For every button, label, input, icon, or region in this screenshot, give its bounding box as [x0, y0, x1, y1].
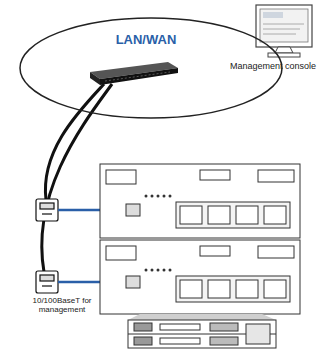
module-cards [100, 164, 300, 314]
console-icon [256, 5, 312, 57]
network-switch [90, 62, 178, 85]
chassis-front [128, 320, 276, 348]
caption-label: 10/100BaseT for management [24, 297, 100, 315]
rj45-connectors [36, 199, 58, 293]
projection [128, 314, 276, 320]
status-leds [145, 195, 172, 272]
caption-label: Management console [226, 62, 320, 72]
network-label: LAN/WAN [8, 32, 284, 47]
